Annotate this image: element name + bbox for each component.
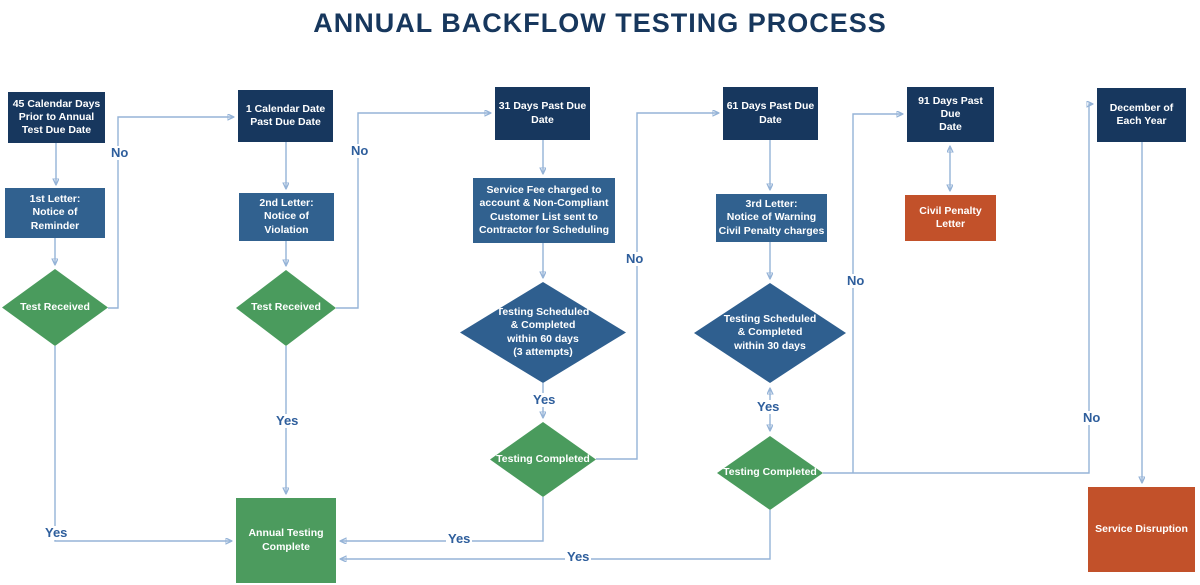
- page-title: ANNUAL BACKFLOW TESTING PROCESS: [313, 8, 887, 38]
- node-31-days-label: 31 Days Past Due Date: [498, 100, 587, 126]
- node-service-disruption-label: Service Disruption: [1095, 522, 1188, 535]
- node-45-calendar-days-label: 45 Calendar Days Prior to Annual Test Du…: [12, 97, 101, 137]
- edge-label-no-testing-completed-2: No: [845, 273, 867, 289]
- node-annual-testing-complete: Annual Testing Complete: [236, 498, 336, 583]
- node-testing-completed-1-label: Testing Completed: [496, 452, 590, 465]
- edge-label-yes-test-received-2: Yes: [274, 413, 301, 429]
- edge-label-no-december: No: [1081, 410, 1103, 426]
- node-31-days: 31 Days Past Due Date: [495, 87, 590, 140]
- node-61-days: 61 Days Past Due Date: [723, 87, 818, 140]
- node-1st-letter: 1st Letter: Notice of Reminder: [5, 188, 105, 238]
- node-test-received-1-label: Test Received: [20, 300, 90, 313]
- node-3rd-letter: 3rd Letter: Notice of Warning Civil Pena…: [716, 194, 827, 242]
- edge-label-yes-testing-completed-2: Yes: [565, 549, 592, 565]
- node-december-label: December of Each Year: [1109, 101, 1174, 127]
- edge-label-yes-testing-completed-1: Yes: [446, 531, 473, 547]
- node-testing-completed-2-label: Testing Completed: [723, 466, 817, 479]
- edge-label-yes-test-received-1: Yes: [43, 525, 70, 541]
- edge-label-no-test-received-1: No: [109, 145, 131, 161]
- node-service-disruption: Service Disruption: [1088, 487, 1195, 572]
- edge-label-yes-testing-60: Yes: [531, 392, 558, 408]
- node-2nd-letter: 2nd Letter: Notice of Violation: [239, 193, 334, 241]
- edge-label-no-testing-completed-1: No: [624, 251, 646, 267]
- edge-label-no-test-received-2: No: [349, 143, 371, 159]
- edge-label-yes-testing-30: Yes: [755, 399, 782, 415]
- node-1-calendar-date-label: 1 Calendar Date Past Due Date: [245, 102, 326, 128]
- node-1st-letter-label: 1st Letter: Notice of Reminder: [29, 193, 81, 232]
- node-annual-testing-complete-label: Annual Testing Complete: [248, 527, 324, 553]
- node-61-days-label: 61 Days Past Due Date: [726, 100, 815, 126]
- node-december: December of Each Year: [1097, 88, 1186, 142]
- node-3rd-letter-label: 3rd Letter: Notice of Warning Civil Pena…: [718, 198, 825, 237]
- node-test-received-2-label: Test Received: [251, 301, 321, 314]
- node-2nd-letter-label: 2nd Letter: Notice of Violation: [259, 197, 314, 236]
- node-1-calendar-date: 1 Calendar Date Past Due Date: [238, 90, 333, 142]
- node-testing-scheduled-60-label: Testing Scheduled & Completed within 60 …: [496, 306, 590, 358]
- node-45-calendar-days: 45 Calendar Days Prior to Annual Test Du…: [8, 92, 105, 143]
- node-testing-scheduled-30-label: Testing Scheduled & Completed within 30 …: [723, 313, 817, 352]
